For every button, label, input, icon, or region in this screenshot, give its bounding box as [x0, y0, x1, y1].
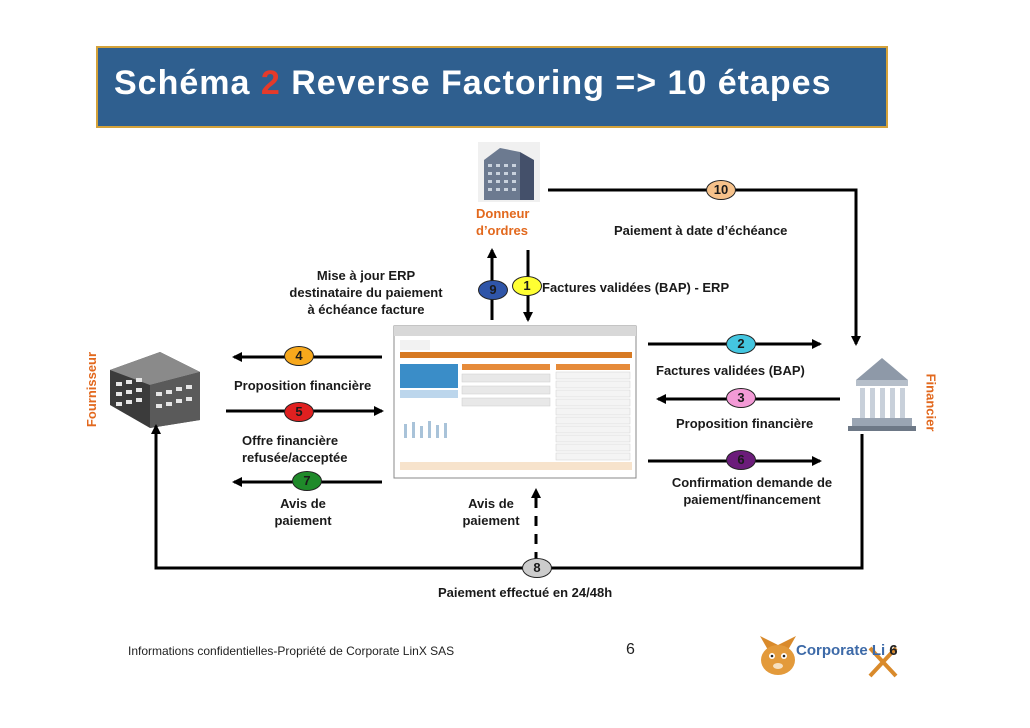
label-step-10: Paiement à date d’échéance: [614, 223, 788, 238]
step-badge-6: 6: [726, 450, 756, 470]
fournisseur-label: Fournisseur: [84, 351, 100, 428]
step-badge-7: 7: [292, 471, 322, 491]
corporate-linx-logo-icon: [760, 636, 898, 678]
step-badge-4: 4: [284, 346, 314, 366]
logo-text-main: Corporate Li: [796, 642, 886, 659]
label-step-7: Avis de paiement: [274, 496, 332, 528]
label-step-5: Offre financière refusée/acceptée: [242, 433, 348, 465]
step-badge-3: 3: [726, 388, 756, 408]
label-step-1: Factures validées (BAP) - ERP: [542, 280, 730, 295]
page-title: Schéma 2 Reverse Factoring => 10 étapes: [114, 64, 832, 103]
step-badge-5: 5: [284, 402, 314, 422]
fournisseur-building-icon: [110, 352, 200, 428]
portal-screenshot: [393, 325, 637, 479]
label-step-6: Confirmation demande de paiement/finance…: [671, 475, 833, 507]
financier-bank-icon: [848, 358, 916, 431]
title-number: 2: [260, 64, 281, 102]
step-badge-10: 10: [706, 180, 736, 200]
label-step-9: Mise à jour ERP destinataire du paiement…: [289, 268, 443, 317]
title-prefix: Schéma: [114, 64, 261, 102]
step-badge-2: 2: [726, 334, 756, 354]
label-step-4: Proposition financière: [234, 378, 372, 393]
step-badge-9: 9: [478, 280, 508, 300]
donneur-label: Donneur d’ordres: [476, 206, 530, 238]
step-badge-8: 8: [522, 558, 552, 578]
financier-label: Financier: [923, 373, 939, 432]
page-number: 6: [626, 641, 635, 658]
donneur-building-icon: [478, 142, 540, 202]
label-step-8: Paiement effectué en 24/48h: [438, 585, 613, 600]
title-banner: Schéma 2 Reverse Factoring => 10 étapes: [96, 46, 888, 128]
logo-text-suffix: 6: [889, 642, 898, 659]
step-badge-1: 1: [512, 276, 542, 296]
label-step-2: Factures validées (BAP): [656, 363, 805, 378]
label-avis-paiement-center: Avis de paiement: [462, 496, 520, 528]
footer-confidential: Informations confidentielles-Propriété d…: [128, 644, 455, 658]
title-suffix: Reverse Factoring => 10 étapes: [280, 64, 832, 102]
label-step-3: Proposition financière: [676, 416, 814, 431]
